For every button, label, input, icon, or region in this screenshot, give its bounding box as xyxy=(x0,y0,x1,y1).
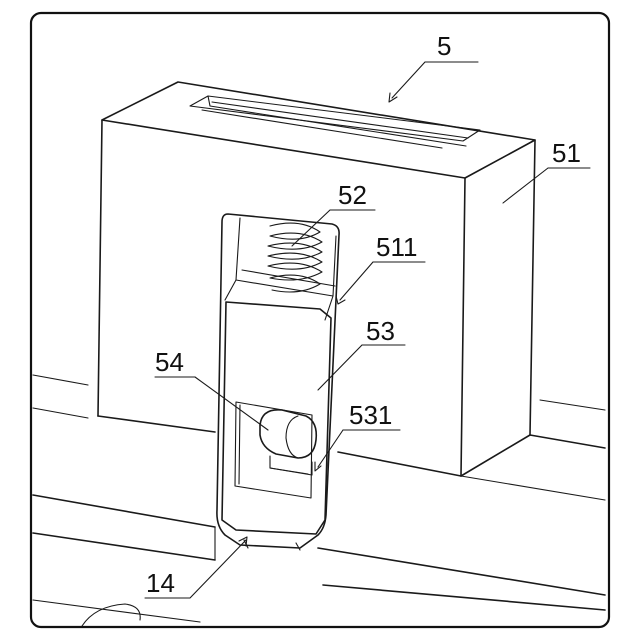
callout-52: 52 xyxy=(338,180,367,210)
callout-51: 51 xyxy=(552,138,581,168)
callout-54: 54 xyxy=(155,347,184,377)
callout-531: 531 xyxy=(349,400,392,430)
callout-5: 5 xyxy=(437,31,451,61)
callout-53: 53 xyxy=(366,316,395,346)
callout-511: 511 xyxy=(376,232,417,262)
callout-14: 14 xyxy=(146,568,175,598)
